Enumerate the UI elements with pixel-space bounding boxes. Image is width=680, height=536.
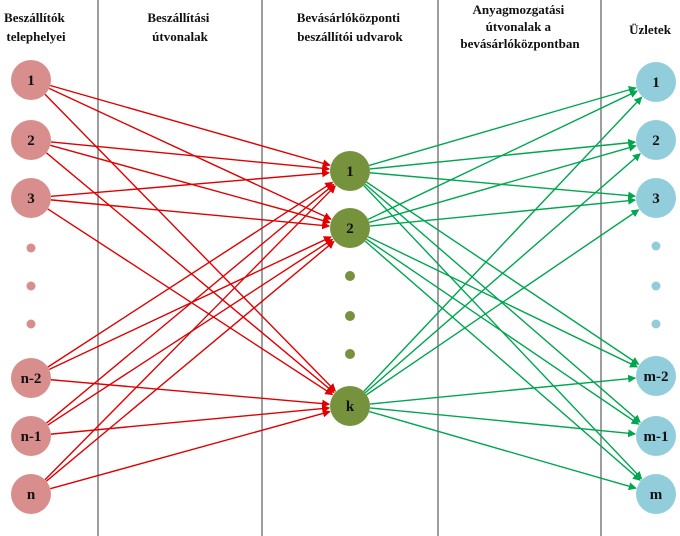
- hub-node-2: k: [330, 386, 370, 426]
- hub-node-0-circle: [330, 151, 370, 191]
- edge-supplier-4-to-hub-2: [50, 404, 331, 435]
- edge-supplier-1-to-hub-2: [45, 152, 335, 394]
- edge-supplier-0-to-hub-0: [50, 84, 331, 168]
- header-hubs: Bevásárlóközponti beszállítói udvarok: [297, 10, 404, 44]
- supplier-ellipsis-dot-2: [26, 319, 36, 329]
- edge-hub-2-to-store-4: [369, 407, 637, 438]
- edge-supplier-2-to-hub-0: [50, 169, 331, 198]
- store-node-5-circle: [636, 474, 676, 514]
- hub-node-2-circle: [330, 386, 370, 426]
- edge-hub-2-to-store-1: [364, 153, 641, 394]
- supplier-ellipsis-dot-1: [26, 281, 36, 291]
- supplier-node-0-circle: [11, 60, 51, 100]
- store-node-label: m-2: [644, 369, 669, 385]
- edge-supplier-0-to-hub-2: [44, 93, 337, 392]
- edge-hub-2-to-store-3: [369, 374, 637, 405]
- store-node-1: 2: [636, 120, 676, 160]
- supplier-node-label: n-2: [21, 371, 42, 387]
- supplier-node-5-circle: [11, 474, 51, 514]
- edges-layer: [44, 84, 643, 491]
- supplier-node-1: 2: [11, 120, 51, 160]
- edge-supplier-5-to-hub-0: [44, 185, 336, 481]
- supplier-ellipsis-dot-0: [26, 243, 36, 253]
- edge-supplier-0-to-hub-1: [48, 87, 332, 220]
- store-node-label: m-1: [644, 429, 669, 445]
- hub-node-0: 1: [330, 151, 370, 191]
- hub-ellipsis-dot-0: [345, 271, 355, 281]
- edge-hub-2-to-store-0: [363, 96, 643, 392]
- edge-hub-2-to-store-2: [366, 209, 640, 396]
- store-node-0-circle: [636, 62, 676, 102]
- supplier-node-label: 3: [27, 191, 35, 207]
- header-inbound-routes: Beszállítási útvonalak: [147, 10, 212, 44]
- edge-hub-1-to-store-0: [367, 90, 638, 221]
- hub-node-label: 1: [346, 164, 354, 180]
- store-node-4: m-1: [636, 416, 676, 456]
- header-stores: Üzletek: [629, 22, 672, 37]
- supplier-node-4-circle: [11, 416, 51, 456]
- store-node-4-circle: [636, 416, 676, 456]
- supplier-node-0: 1: [11, 60, 51, 100]
- store-node-0: 1: [636, 62, 676, 102]
- store-node-label: m: [650, 487, 663, 503]
- nodes-layer: 1 2 3 n-2 n-1 n 1 2 k 1 2 3 m-2 m-1 m: [11, 60, 676, 514]
- supplier-node-2: 3: [11, 178, 51, 218]
- store-ellipsis-dot-1: [651, 281, 661, 291]
- store-node-label: 1: [652, 75, 660, 91]
- hub-node-label: 2: [346, 221, 354, 237]
- edge-supplier-2-to-hub-2: [47, 208, 334, 396]
- header-suppliers: Beszállítók telephelyei: [4, 10, 68, 44]
- edge-hub-1-to-store-5: [364, 240, 641, 481]
- store-node-1-circle: [636, 120, 676, 160]
- supplier-node-label: n-1: [21, 429, 42, 445]
- edge-hub-1-to-store-2: [369, 196, 637, 227]
- supplier-node-1-circle: [11, 120, 51, 160]
- supplier-node-5: n: [11, 474, 51, 514]
- hub-ellipsis-dot-1: [345, 311, 355, 321]
- hub-node-label: k: [346, 399, 355, 415]
- hub-node-1: 2: [330, 208, 370, 248]
- store-node-label: 3: [652, 191, 660, 207]
- edge-hub-2-to-store-5: [369, 410, 637, 491]
- supplier-node-3-circle: [11, 358, 51, 398]
- edge-hub-1-to-store-1: [369, 143, 637, 224]
- edge-supplier-4-to-hub-0: [45, 183, 335, 424]
- header-outbound-routes: Anyagmozgatási útvonalak a bevásárlóközp…: [460, 2, 580, 51]
- store-ellipsis-dot-2: [651, 319, 661, 329]
- hub-ellipsis-dot-2: [345, 349, 355, 359]
- edge-supplier-5-to-hub-2: [50, 409, 331, 490]
- edge-hub-1-to-store-4: [366, 238, 640, 425]
- store-node-2-circle: [636, 178, 676, 218]
- supplier-node-2-circle: [11, 178, 51, 218]
- edge-supplier-5-to-hub-1: [45, 240, 335, 482]
- supplier-node-label: 2: [27, 133, 35, 149]
- supplier-node-label: n: [27, 487, 36, 503]
- supplier-node-4: n-1: [11, 416, 51, 456]
- store-node-5: m: [636, 474, 676, 514]
- edge-supplier-3-to-hub-0: [47, 181, 334, 368]
- edge-supplier-1-to-hub-0: [50, 141, 331, 173]
- store-node-label: 2: [652, 133, 660, 149]
- edge-hub-0-to-store-4: [364, 183, 641, 423]
- edge-supplier-3-to-hub-2: [50, 379, 331, 408]
- supplier-node-label: 1: [27, 73, 35, 89]
- store-node-3: m-2: [636, 356, 676, 396]
- store-node-3-circle: [636, 356, 676, 396]
- edge-supplier-2-to-hub-1: [50, 199, 331, 230]
- edge-hub-0-to-store-0: [369, 85, 637, 167]
- store-node-2: 3: [636, 178, 676, 218]
- hub-node-1-circle: [330, 208, 370, 248]
- store-ellipsis-dot-0: [651, 241, 661, 251]
- supplier-node-3: n-2: [11, 358, 51, 398]
- ellipsis-layer: [26, 241, 661, 359]
